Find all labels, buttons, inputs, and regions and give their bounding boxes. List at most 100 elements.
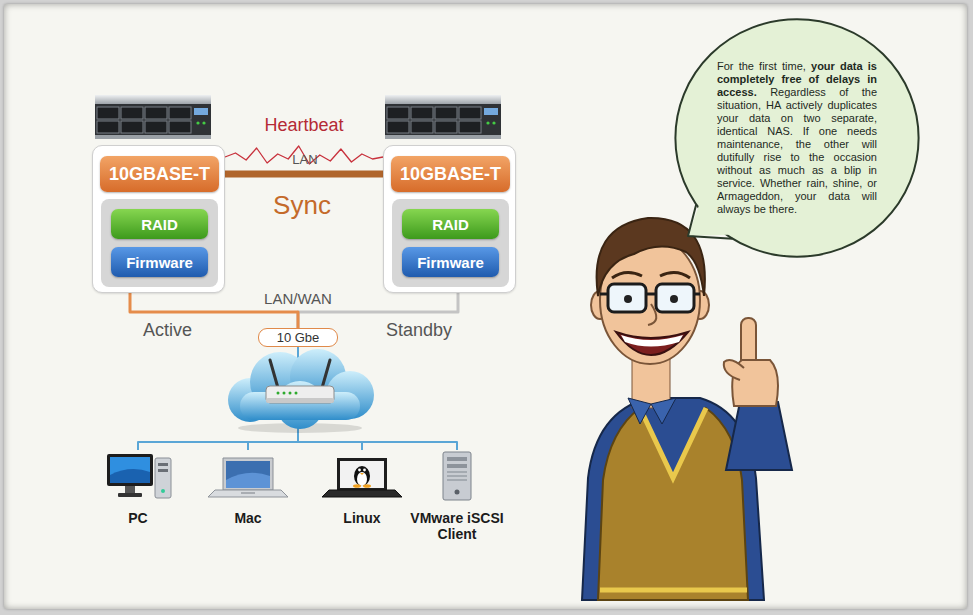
bubble-text: For the first time, your data is complet… [717, 60, 877, 216]
box-text: RAID [141, 216, 178, 233]
cartoon-man-part [628, 398, 651, 424]
device-icon-part [412, 450, 502, 502]
nas-server [95, 95, 211, 139]
device-label: VMware iSCSI Client [409, 510, 505, 542]
cartoon-man-part [646, 293, 656, 296]
device-icon [90, 450, 186, 502]
status-label: Active [143, 320, 192, 341]
device-icon-part [203, 450, 293, 502]
box-text: Firmware [417, 254, 484, 271]
network-cloud-part [283, 392, 286, 395]
network-cloud-part [289, 392, 292, 395]
bubble-outline [675, 19, 918, 257]
port-bar: 10GBASE-T [391, 156, 510, 192]
network-cloud-part [295, 392, 298, 395]
device-icon-part [155, 458, 171, 498]
firmware-button: Firmware [402, 247, 499, 277]
device-icon-part [223, 458, 273, 490]
device-icon-part [93, 450, 183, 502]
device-icon-part [455, 490, 460, 495]
device-label: PC [90, 510, 186, 526]
device-icon-part [353, 484, 361, 488]
device-icon-part [447, 475, 467, 477]
cartoon-man-part [651, 398, 676, 424]
cartoon-man-part [660, 272, 690, 278]
device-icon-part [118, 493, 142, 497]
nas-panel: Standby10GBASE-TRAIDFirmware [383, 145, 516, 293]
port-bar: 10GBASE-T [100, 156, 219, 192]
device-icon-part [363, 484, 371, 488]
device-icon-part [110, 469, 150, 483]
cartoon-man-part [640, 408, 706, 478]
device-icon-part [363, 469, 366, 472]
device-icon-part [107, 454, 153, 486]
device-node: PC [90, 450, 186, 526]
cartoon-man-part [656, 284, 694, 312]
box-text: 10GBASE-T [400, 164, 501, 185]
device-icon-part [241, 492, 255, 494]
network-cloud-part [322, 360, 330, 388]
cartoon-man-part [600, 588, 747, 593]
network-cloud-part [270, 360, 278, 388]
device-icon-part [443, 452, 471, 500]
device-node: Mac [200, 450, 296, 526]
device-icon-part [226, 473, 270, 488]
box-text: 10 Gbe [277, 330, 320, 345]
device-node: VMware iSCSI Client [409, 450, 505, 542]
edge-label: Heartbeat [264, 115, 343, 136]
device-icon-part [447, 471, 467, 473]
edge-label: LAN [292, 152, 317, 167]
device-icon-part [447, 479, 467, 481]
network-cloud-part [266, 386, 334, 403]
device-icon-part [337, 458, 387, 490]
cartoon-man-part [612, 272, 642, 278]
nas-server [385, 95, 501, 139]
device-icon-part [340, 461, 384, 488]
device-icon-part [208, 490, 288, 497]
sync-label: Sync [273, 190, 331, 221]
device-icon-part [322, 490, 402, 497]
status-label: Standby [386, 320, 452, 341]
device-icon-part [161, 489, 165, 493]
cartoon-man-part [598, 408, 748, 600]
network-cloud-part [277, 392, 280, 395]
box-text: 10GBASE-T [109, 164, 210, 185]
device-icon [314, 450, 410, 502]
device-icon-part [317, 450, 407, 502]
box-text: RAID [432, 216, 469, 233]
box-text: Firmware [126, 254, 193, 271]
device-icon-part [360, 473, 364, 475]
device-icon-part [354, 466, 370, 486]
device-icon-part [110, 457, 150, 483]
raid-button: RAID [402, 209, 499, 239]
device-icon-part [158, 463, 168, 466]
cartoon-man-part [724, 360, 744, 380]
sync-link [219, 171, 391, 178]
network-cloud [228, 349, 374, 433]
device-icon-part [447, 457, 467, 461]
device-icon-part [226, 461, 270, 488]
nas-panel: Active10GBASE-TRAIDFirmware [92, 145, 225, 293]
cartoon-man-part [621, 335, 683, 347]
device-label: Mac [200, 510, 296, 526]
device-icon-part [357, 472, 367, 486]
device-icon-part [158, 469, 168, 472]
cartoon-man-part [670, 295, 678, 303]
bubble-sentence: For the first time, [717, 60, 806, 72]
cartoon-man-part [648, 304, 656, 325]
speech-bubble: For the first time, your data is complet… [672, 16, 922, 260]
network-label: LAN/WAN [264, 290, 332, 307]
device-icon-part [125, 486, 135, 493]
device-icon [200, 450, 296, 502]
cartoon-man [582, 218, 792, 600]
speed-box: 10 Gbe [258, 328, 338, 347]
device-icon-part [447, 464, 467, 468]
cartoon-man-part [624, 295, 632, 303]
firmware-button: Firmware [111, 247, 208, 277]
network-cloud-part [266, 398, 334, 403]
bubble-sentence: Regardless of the situation, HA actively… [717, 86, 877, 215]
raid-button: RAID [111, 209, 208, 239]
cartoon-man-part [726, 402, 792, 470]
device-icon-part [358, 469, 361, 472]
